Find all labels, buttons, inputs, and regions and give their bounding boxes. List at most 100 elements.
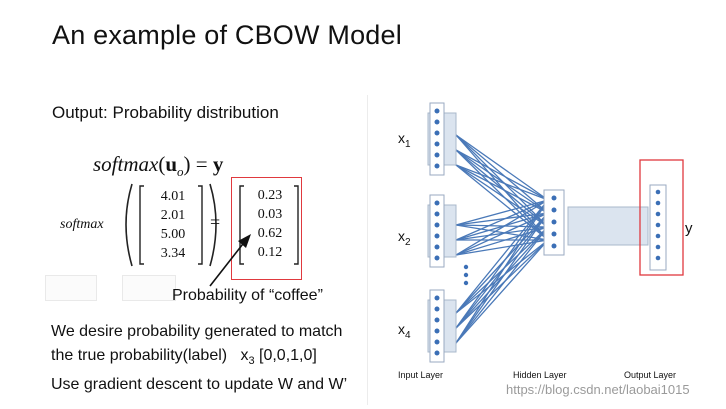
input-node (434, 222, 440, 228)
connection-edge (455, 212, 549, 344)
input-node (434, 163, 440, 169)
output-value: 0.03 (257, 207, 283, 222)
input-vector-box (429, 194, 445, 268)
hidden-node (551, 195, 557, 201)
cbow-network-diagram (427, 102, 684, 363)
connection-edge (455, 134, 549, 241)
softmax-equation: softmax(uo) = y (93, 152, 224, 180)
hidden-node (551, 243, 557, 249)
input-vector-box (429, 289, 445, 363)
input-layer-caption: Input Layer (398, 370, 444, 380)
divider (367, 95, 368, 405)
connection-edge (455, 226, 549, 344)
output-node (655, 189, 661, 195)
ellipsis-dot (463, 264, 469, 270)
input-node (434, 339, 440, 345)
softmax-arg-sub: o (177, 164, 184, 180)
output-value: 0.62 (257, 226, 283, 241)
connection-edge (455, 212, 549, 241)
connection-edge (455, 134, 549, 201)
connection-edge (455, 199, 549, 241)
output-vector: 0.23 0.03 0.62 0.12 (250, 186, 290, 262)
explanation-line: Use gradient descent to update W and W’ (51, 376, 348, 394)
connection-edge (455, 149, 549, 201)
output-value: 0.12 (257, 245, 283, 260)
input-node (434, 200, 440, 206)
connection-edge (455, 164, 549, 241)
output-label: Output: Probability distribution (52, 103, 279, 122)
output-node (655, 200, 661, 206)
placeholder-box (122, 275, 176, 301)
connection-edge (455, 212, 549, 226)
input-node (434, 141, 440, 147)
connection-edge (455, 239, 549, 344)
softmax-word: softmax (60, 217, 104, 232)
input-node (434, 244, 440, 250)
hidden-node (551, 219, 557, 225)
input-node (434, 350, 440, 356)
connection-edge (455, 239, 549, 256)
softmax-rhs: y (212, 152, 224, 176)
connection-edge (455, 149, 549, 214)
highlight-box (231, 177, 302, 280)
connection-edge (455, 199, 549, 329)
input-value: 4.01 (160, 189, 186, 204)
hidden-projection-box (567, 206, 649, 246)
input-node (434, 295, 440, 301)
output-vector-box (649, 184, 667, 271)
input-node (434, 211, 440, 217)
input-vector: 4.01 2.01 5.00 3.34 (153, 187, 193, 263)
connection-edge (455, 239, 549, 314)
vector-brackets (125, 183, 299, 267)
explanation-line: the true probability(label) x3 [0,0,1,0] (51, 347, 317, 368)
input-value: 5.00 (160, 227, 186, 242)
input-node (434, 306, 440, 312)
ellipsis-dot (463, 280, 469, 286)
output-node (655, 211, 661, 217)
input-label-x4: x4 (398, 321, 411, 341)
arrow-icon (209, 234, 251, 287)
input-node (434, 152, 440, 158)
hidden-layer-caption: Hidden Layer (513, 370, 567, 380)
input-value: 2.01 (160, 208, 186, 223)
connection-edge (455, 164, 549, 228)
connection-edge (455, 199, 549, 226)
input-vector-box (429, 102, 445, 176)
input-node (434, 328, 440, 334)
input-label-x2: x2 (398, 228, 411, 248)
output-highlight-box (639, 159, 684, 276)
output-node (655, 222, 661, 228)
input-node (434, 255, 440, 261)
connection-edge (455, 212, 549, 256)
connection-edge (455, 199, 549, 314)
coffee-annotation: Probability of “coffee” (172, 287, 323, 304)
input-node (434, 233, 440, 239)
hidden-node (551, 231, 557, 237)
placeholder-box (45, 275, 97, 301)
output-node (655, 255, 661, 261)
input-value: 3.34 (160, 246, 186, 261)
connection-edge (455, 164, 549, 214)
input-node (434, 108, 440, 114)
ellipsis-dot (463, 272, 469, 278)
input-label-x1: x1 (398, 130, 411, 150)
output-value: 0.23 (257, 188, 283, 203)
equals-sign: = (210, 212, 221, 232)
input-node (434, 130, 440, 136)
connection-edge (455, 164, 549, 201)
label-var: x3 (240, 347, 255, 368)
output-node (655, 233, 661, 239)
input-node (434, 119, 440, 125)
connection-edge (455, 199, 549, 344)
output-layer-caption: Output Layer (624, 370, 677, 380)
softmax-arg: u (165, 152, 178, 176)
hidden-node (551, 207, 557, 213)
explanation-text: We desire probability generated to match… (51, 320, 347, 397)
connection-edge (455, 199, 549, 256)
slide-title: An example of CBOW Model (52, 20, 402, 50)
label-vector: [0,0,1,0] (259, 347, 317, 364)
output-y-label: y (685, 220, 693, 237)
softmax-func: softmax (93, 152, 159, 176)
output-node (655, 244, 661, 250)
watermark: https://blog.csdn.net/laobai1015 (506, 382, 690, 397)
